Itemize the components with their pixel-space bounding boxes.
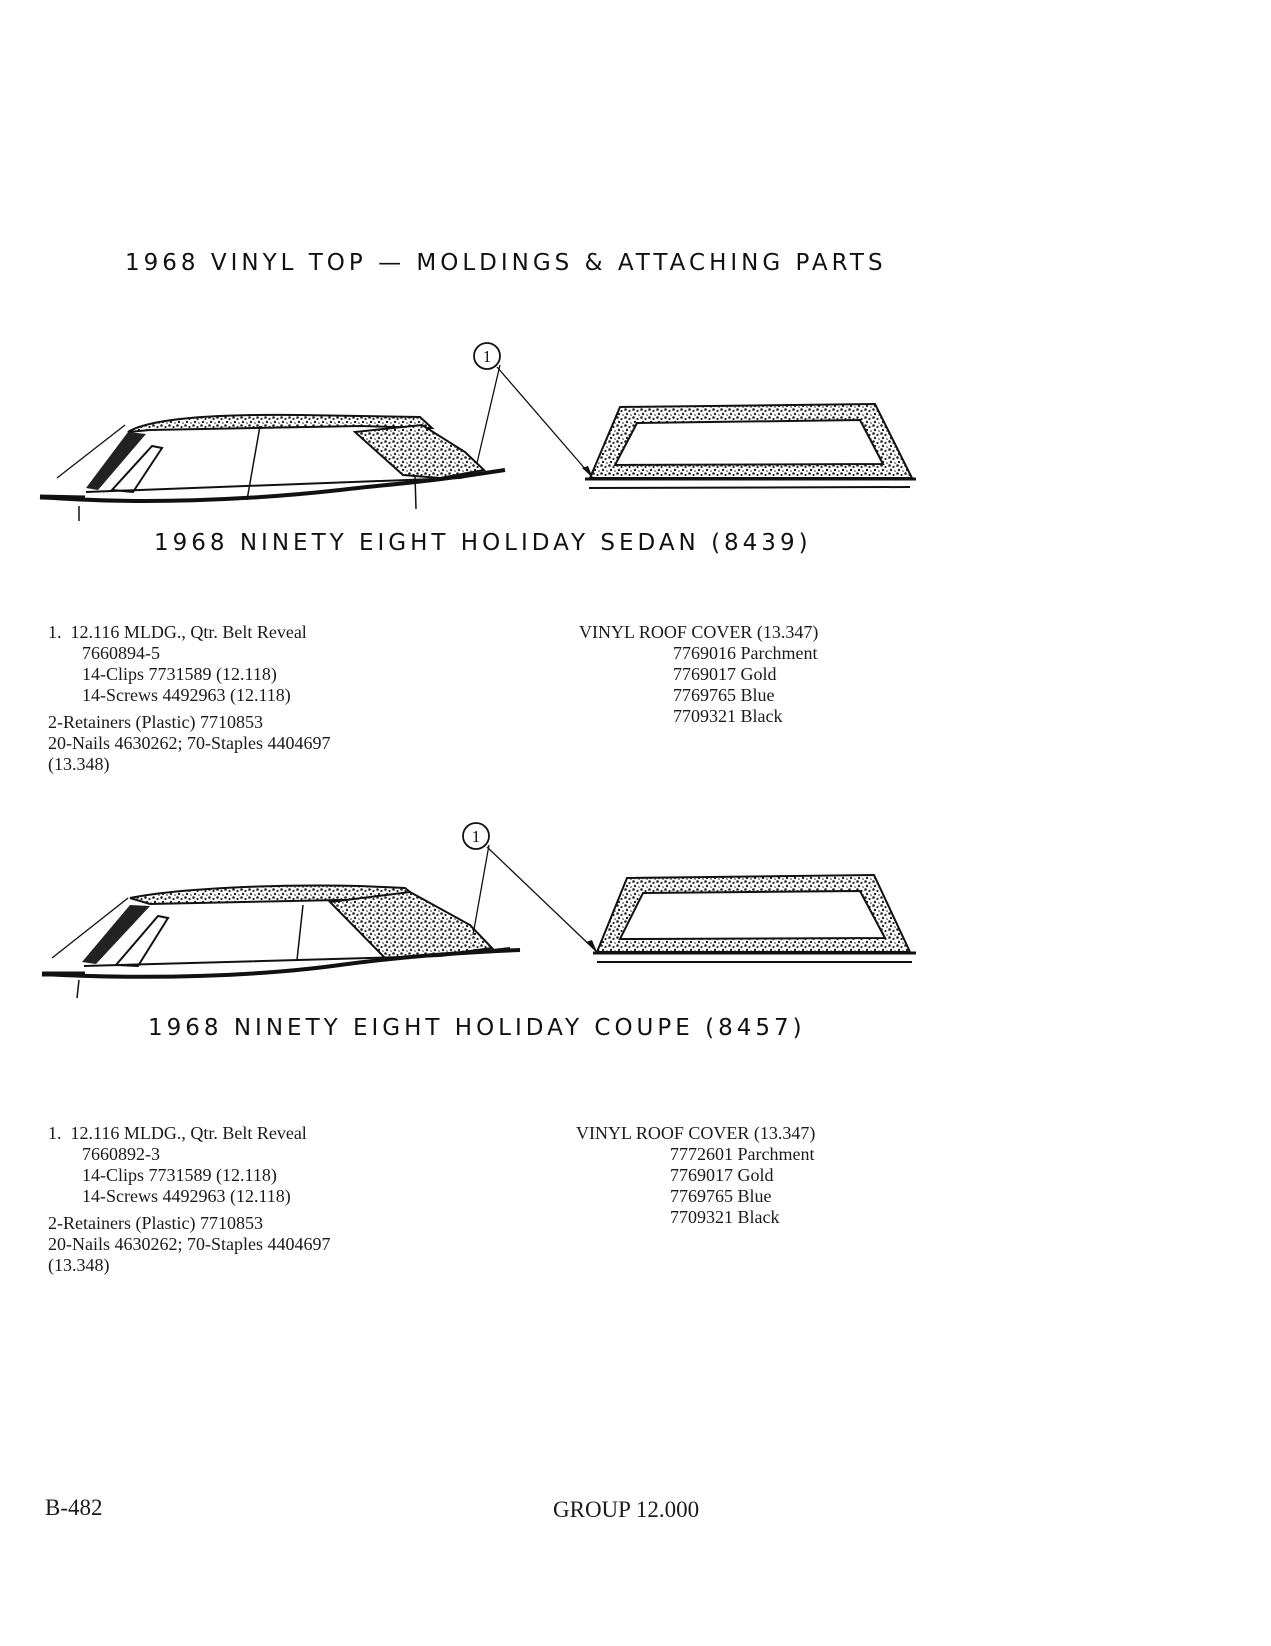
- coupe-parts-list: 1. 12.116 MLDG., Qtr. Belt Reveal 766089…: [48, 1123, 330, 1276]
- coupe-item-desc: 12.116 MLDG., Qtr. Belt Reveal: [70, 1123, 307, 1143]
- coupe-retainers: 2-Retainers (Plastic) 7710853: [48, 1213, 263, 1233]
- coupe-callout: 1: [462, 822, 598, 953]
- coupe-caption: 1968 NINETY EIGHT HOLIDAY COUPE (8457): [148, 1015, 806, 1041]
- sedan-callout-label: 1: [483, 347, 492, 366]
- coupe-screws: 14-Screws 4492963 (12.118): [82, 1186, 291, 1206]
- sedan-caption: 1968 NINETY EIGHT HOLIDAY SEDAN (8439): [154, 530, 812, 556]
- coupe-item-line: 1. 12.116 MLDG., Qtr. Belt Reveal: [48, 1123, 330, 1144]
- sedan-roof-cover-heading: VINYL ROOF COVER (13.347): [579, 622, 819, 642]
- sedan-ref: (13.348): [48, 754, 110, 774]
- coupe-ref: (13.348): [48, 1255, 110, 1275]
- coupe-side-view: [41, 884, 521, 999]
- coupe-diagram: 1: [41, 822, 916, 999]
- sedan-color-black: 7709321 Black: [673, 706, 783, 726]
- sedan-retainers: 2-Retainers (Plastic) 7710853: [48, 712, 263, 732]
- sedan-color-parchment: 7769016 Parchment: [673, 643, 818, 663]
- sedan-rear-view: [585, 402, 916, 489]
- coupe-roof-cover-heading: VINYL ROOF COVER (13.347): [576, 1123, 816, 1143]
- sedan-color-gold: 7769017 Gold: [673, 664, 777, 684]
- coupe-rear-view: [593, 873, 916, 963]
- sedan-side-view: [39, 413, 506, 521]
- page-title: 1968 VINYL TOP — MOLDINGS & ATTACHING PA…: [125, 250, 887, 276]
- coupe-color-gold: 7769017 Gold: [670, 1165, 774, 1185]
- sedan-item-line: 1. 12.116 MLDG., Qtr. Belt Reveal: [48, 622, 330, 643]
- coupe-clips: 14-Clips 7731589 (12.118): [82, 1165, 277, 1185]
- coupe-item-number: 1.: [48, 1123, 62, 1143]
- sedan-diagram: 1: [39, 342, 916, 521]
- sedan-item-desc: 12.116 MLDG., Qtr. Belt Reveal: [70, 622, 307, 642]
- coupe-callout-label: 1: [472, 827, 481, 846]
- group-number: GROUP 12.000: [553, 1497, 700, 1522]
- sedan-parts-list: 1. 12.116 MLDG., Qtr. Belt Reveal 766089…: [48, 622, 330, 775]
- sedan-roof-cover: VINYL ROOF COVER (13.347) 7769016 Parchm…: [579, 622, 818, 727]
- coupe-part-number: 7660892-3: [82, 1144, 160, 1164]
- coupe-color-parchment: 7772601 Parchment: [670, 1144, 815, 1164]
- sedan-color-blue: 7769765 Blue: [673, 685, 775, 705]
- sedan-callout: 1: [473, 342, 594, 479]
- coupe-nails-staples: 20-Nails 4630262; 70-Staples 4404697: [48, 1234, 331, 1254]
- coupe-color-blue: 7769765 Blue: [670, 1186, 772, 1206]
- sedan-screws: 14-Screws 4492963 (12.118): [82, 685, 291, 705]
- sedan-item-number: 1.: [48, 622, 62, 642]
- sedan-nails-staples: 20-Nails 4630262; 70-Staples 4404697: [48, 733, 331, 753]
- sedan-clips: 14-Clips 7731589 (12.118): [82, 664, 277, 684]
- coupe-color-black: 7709321 Black: [670, 1207, 780, 1227]
- sedan-part-number: 7660894-5: [82, 643, 160, 663]
- page-number: B-482: [45, 1495, 103, 1520]
- coupe-roof-cover: VINYL ROOF COVER (13.347) 7772601 Parchm…: [576, 1123, 815, 1228]
